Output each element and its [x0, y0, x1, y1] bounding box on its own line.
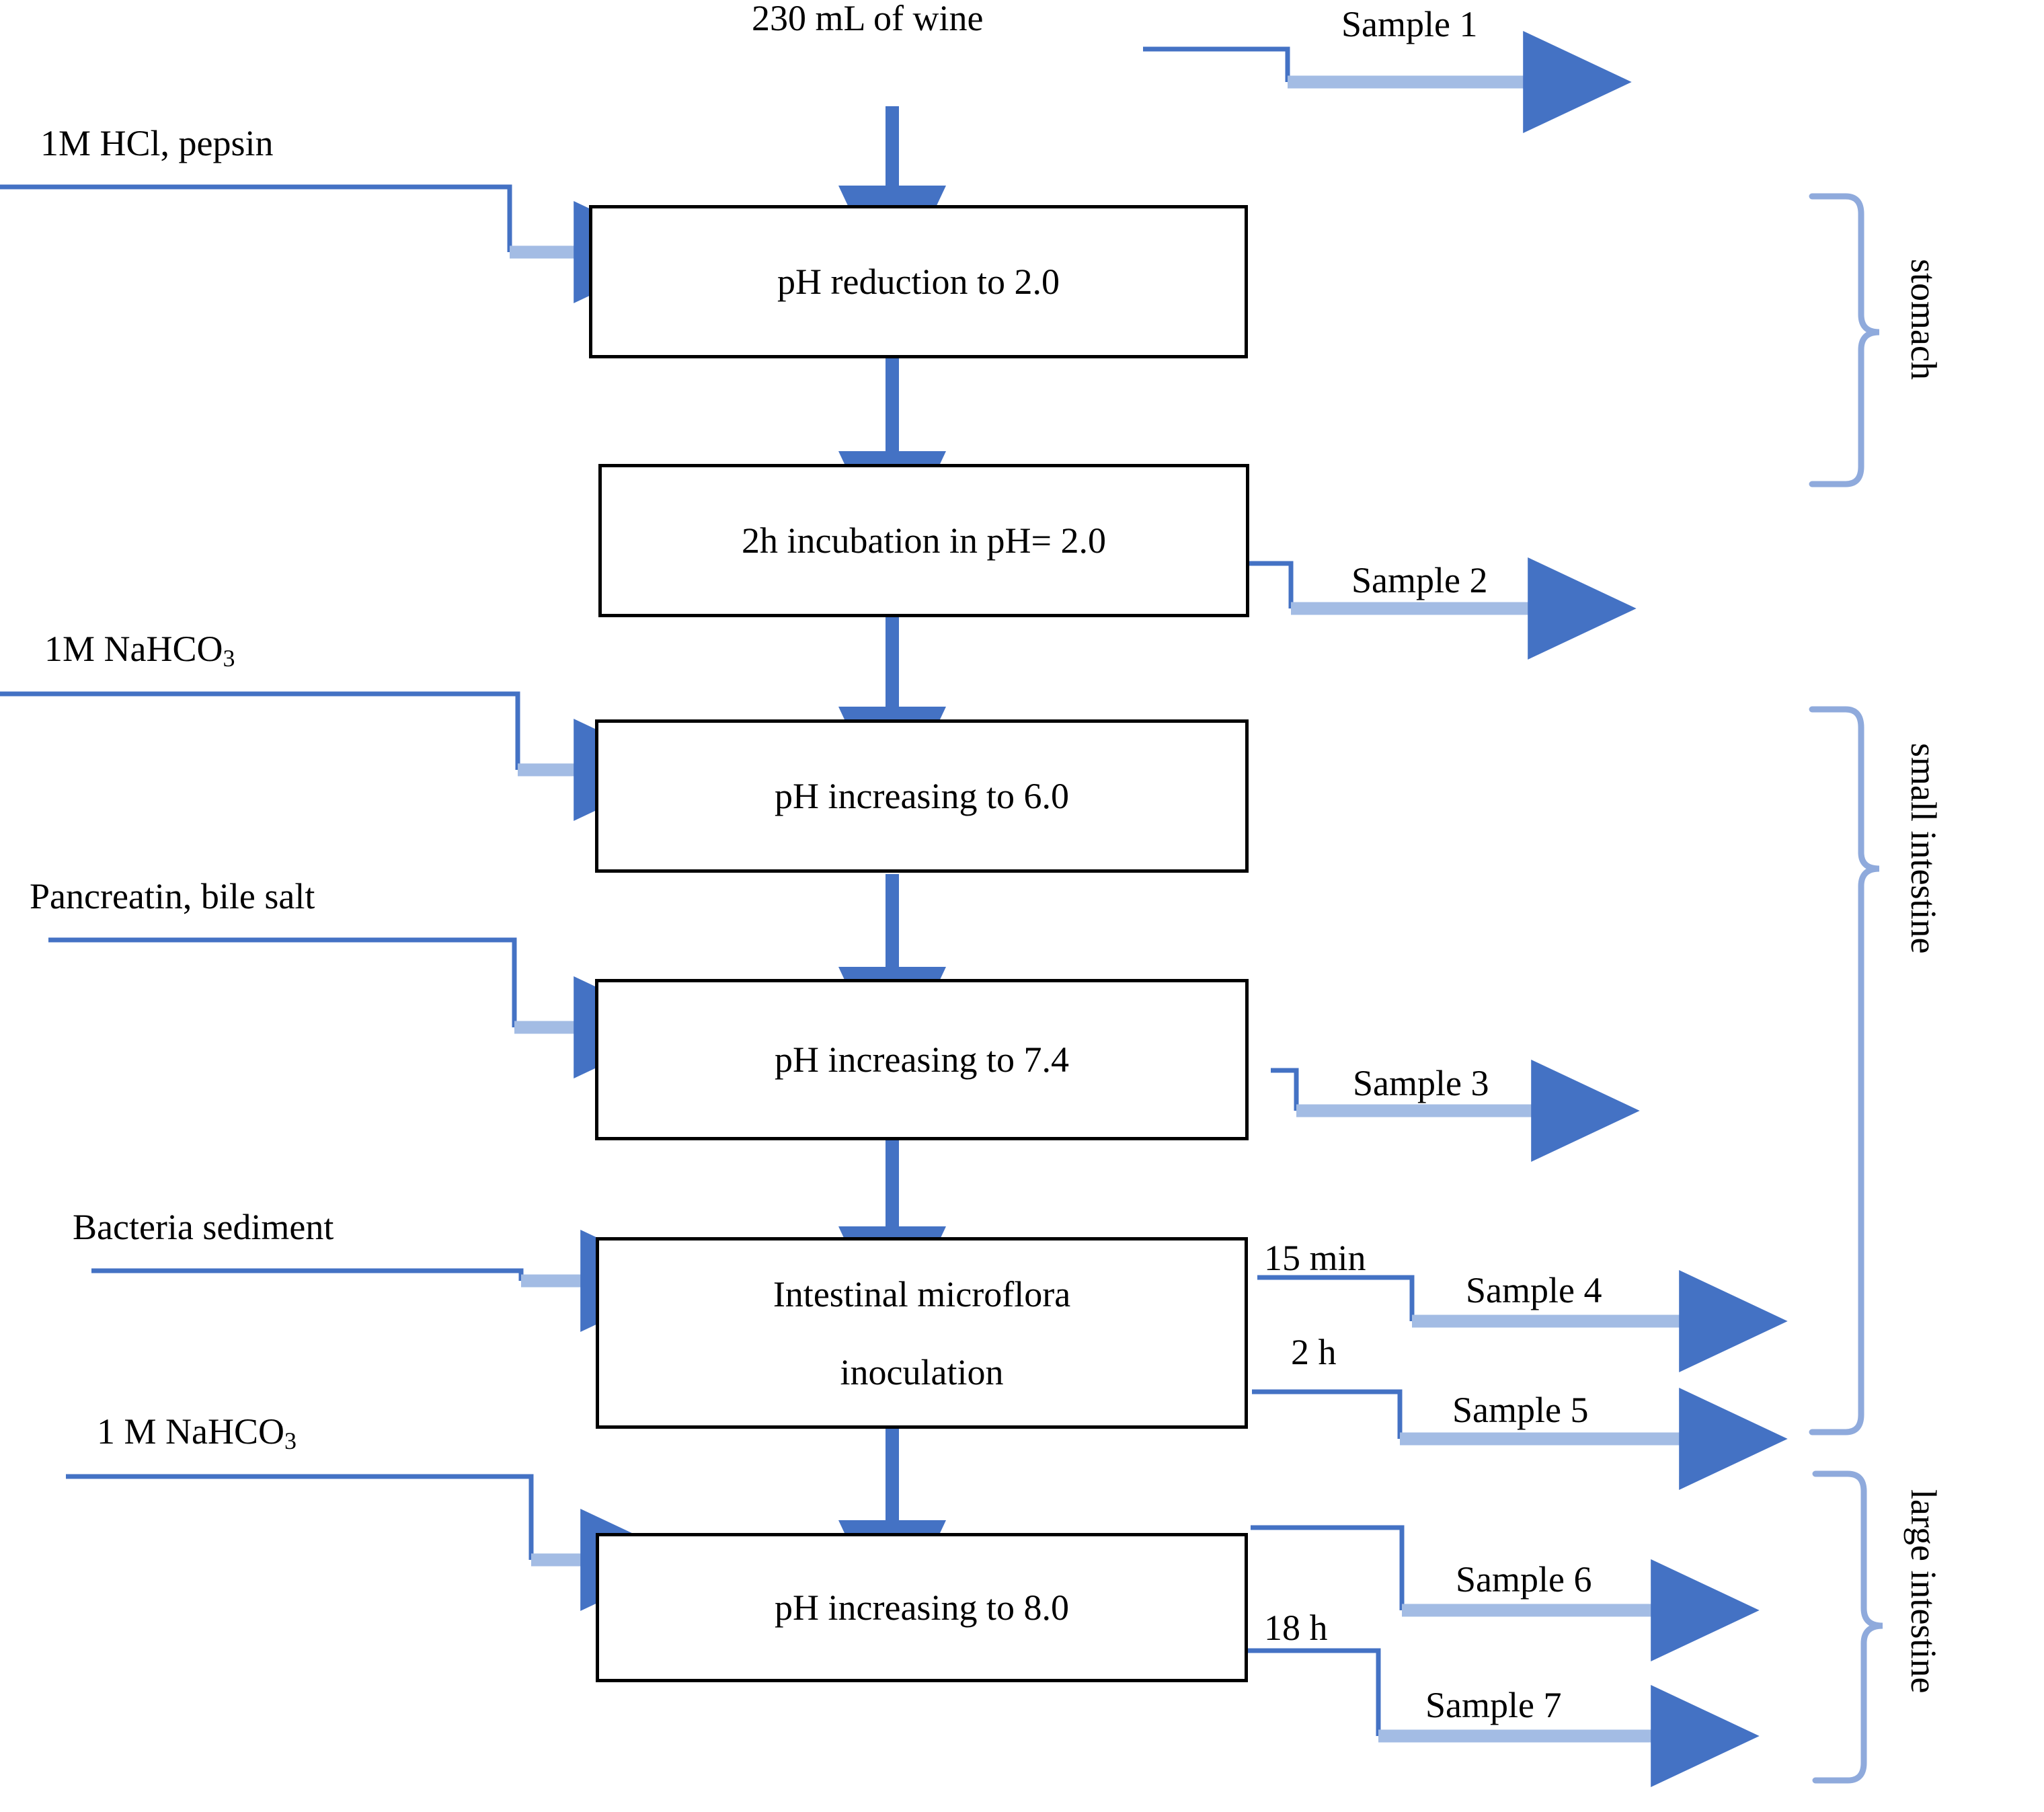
sample-label-4: Sample 4 [1466, 1270, 1602, 1310]
reagent-text: 1M NaHCO [44, 629, 223, 669]
brace-small-intestine [1809, 706, 1880, 1435]
process-box-label: 2h incubation in pH= 2.0 [742, 520, 1106, 561]
sample-label-6: Sample 6 [1456, 1559, 1592, 1600]
reagent-label-pancreatin: Pancreatin, bile salt [30, 876, 315, 916]
reagent-label-hcl-pepsin: 1M HCl, pepsin [40, 123, 274, 163]
reagent3-connector [48, 937, 517, 1027]
brace-stomach [1809, 193, 1880, 487]
sample-outlet-connectors [1143, 31, 1788, 1787]
process-box-label: pH increasing to 7.4 [775, 1039, 1069, 1080]
compartment-label-large-intestine: large intestine [1903, 1489, 1944, 1694]
process-box-incubation: 2h incubation in pH= 2.0 [598, 464, 1249, 617]
process-box-ph-74: pH increasing to 7.4 [595, 979, 1249, 1140]
process-box-label-line1: Intestinal microflora [773, 1273, 1071, 1314]
process-box-ph-8: pH increasing to 8.0 [596, 1533, 1248, 1682]
process-box-label-line2: inoculation [840, 1351, 1004, 1392]
reagent-text: 1 M NaHCO [97, 1411, 284, 1452]
compartment-braces [1809, 193, 1883, 1784]
reagent5-connector [66, 1474, 534, 1560]
input-label: 230 mL of wine [752, 0, 984, 38]
time-label-18-h: 18 h [1264, 1608, 1328, 1648]
sample1-step [1143, 46, 1290, 82]
reagent1-connector [0, 184, 512, 252]
time-label-15-min: 15 min [1264, 1238, 1366, 1278]
time-label-2-h: 2 h [1291, 1332, 1337, 1372]
reagent4-connector [91, 1268, 524, 1281]
sample3-step [1271, 1068, 1299, 1111]
process-box-label: pH increasing to 8.0 [775, 1587, 1069, 1628]
process-box-ph-6: pH increasing to 6.0 [595, 719, 1249, 873]
sample7-step [1248, 1648, 1381, 1736]
sample-label-3: Sample 3 [1353, 1063, 1489, 1103]
reagent-subscript: 3 [284, 1427, 297, 1454]
sample4-step [1257, 1275, 1415, 1321]
sample5-step [1252, 1389, 1403, 1439]
process-box-label: pH reduction to 2.0 [777, 261, 1060, 302]
sample-label-5: Sample 5 [1452, 1390, 1589, 1430]
reagent2-connector [0, 691, 520, 770]
process-box-microflora: Intestinal microflora inoculation [596, 1237, 1248, 1429]
compartment-label-stomach: stomach [1903, 259, 1944, 380]
sample2-step [1247, 561, 1294, 608]
process-box-label: pH increasing to 6.0 [775, 775, 1069, 816]
reagent-label-nahco3-1: 1M NaHCO3 [44, 628, 235, 672]
reagent-label-nahco3-2: 1 M NaHCO3 [97, 1411, 297, 1455]
sample-label-1: Sample 1 [1341, 4, 1478, 44]
compartment-label-small-intestine: small intestine [1903, 743, 1944, 954]
reagent-inlet-connectors [0, 184, 689, 1611]
sample6-step [1251, 1525, 1405, 1610]
reagent-subscript: 3 [223, 644, 235, 672]
brace-large-intestine [1812, 1470, 1883, 1784]
reagent-label-bacteria-sediment: Bacteria sediment [73, 1207, 334, 1247]
process-box-ph-reduction: pH reduction to 2.0 [589, 205, 1248, 358]
sample-label-7: Sample 7 [1425, 1685, 1562, 1725]
sample-label-2: Sample 2 [1351, 560, 1488, 600]
